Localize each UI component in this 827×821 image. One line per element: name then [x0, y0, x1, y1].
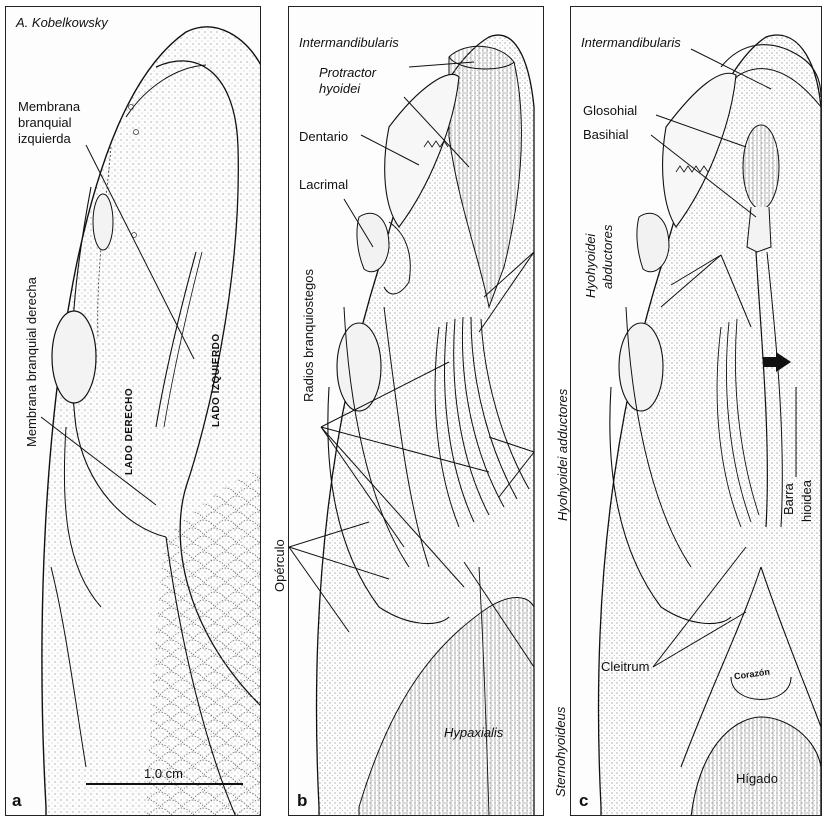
- label-dentario: Dentario: [299, 129, 349, 144]
- label-sternohyoideus: Sternohyoideus: [553, 706, 568, 797]
- label-basihial: Basihial: [583, 127, 629, 142]
- scale-bar-label: 1.0 cm: [144, 766, 184, 781]
- panel-letter-a: a: [12, 791, 22, 810]
- author-credit: A. Kobelkowsky: [16, 15, 108, 30]
- label-lado-derecho: LADO DERECHO: [124, 387, 135, 475]
- panel-c: Intermandibularis Glosohial Basihial Bar…: [570, 6, 822, 816]
- label-membrana-derecha: Membrana branquial derecha: [24, 277, 39, 447]
- label-intermandibularis: Intermandibularis: [299, 35, 399, 50]
- panel-b: Intermandibularis Protractor hyoidei Den…: [288, 6, 544, 816]
- label-lacrimal: Lacrimal: [299, 177, 349, 192]
- label-membrana-izquierda-1: Membrana: [18, 99, 81, 114]
- label-protractor-1: Protractor: [319, 65, 377, 80]
- leader-line: [40, 416, 157, 506]
- label-barra: Barra: [781, 483, 796, 515]
- panel-b-illustration: [289, 34, 535, 815]
- label-hyohyoidei-abductores-1: Hyohyoidei: [583, 233, 598, 298]
- label-membrana-izquierda-2: branquial: [18, 115, 72, 130]
- label-intermandibularis-c: Intermandibularis: [581, 35, 681, 50]
- label-hypaxialis: Hypaxialis: [444, 725, 504, 740]
- label-higado: Hígado: [736, 771, 778, 786]
- panel-a-illustration: [40, 26, 260, 815]
- label-operculo: Opérculo: [272, 539, 287, 592]
- label-hyohyoidei-abductores-2: abductores: [600, 224, 615, 289]
- label-radios-branquiostegos: Radios branquiostegos: [301, 269, 316, 402]
- label-membrana-izquierda-3: izquierda: [18, 131, 71, 146]
- label-hyohyoidei-adductores: Hyohyoidei adductores: [555, 388, 570, 521]
- panel-letter-c: c: [579, 791, 589, 810]
- label-glosohial: Glosohial: [583, 103, 638, 118]
- label-protractor-2: hyoidei: [319, 81, 361, 96]
- panel-c-illustration: [597, 34, 821, 815]
- pointer-arrow-icon: [763, 352, 791, 372]
- panel-letter-b: b: [297, 791, 308, 810]
- panel-a: A. Kobelkowsky Membrana branquial izquie…: [5, 6, 261, 816]
- leader-line: [85, 144, 195, 360]
- label-lado-izquierdo: LADO IZQUIERDO: [211, 333, 222, 427]
- label-cleitrum: Cleitrum: [601, 659, 650, 674]
- label-hioidea: hioidea: [799, 480, 814, 522]
